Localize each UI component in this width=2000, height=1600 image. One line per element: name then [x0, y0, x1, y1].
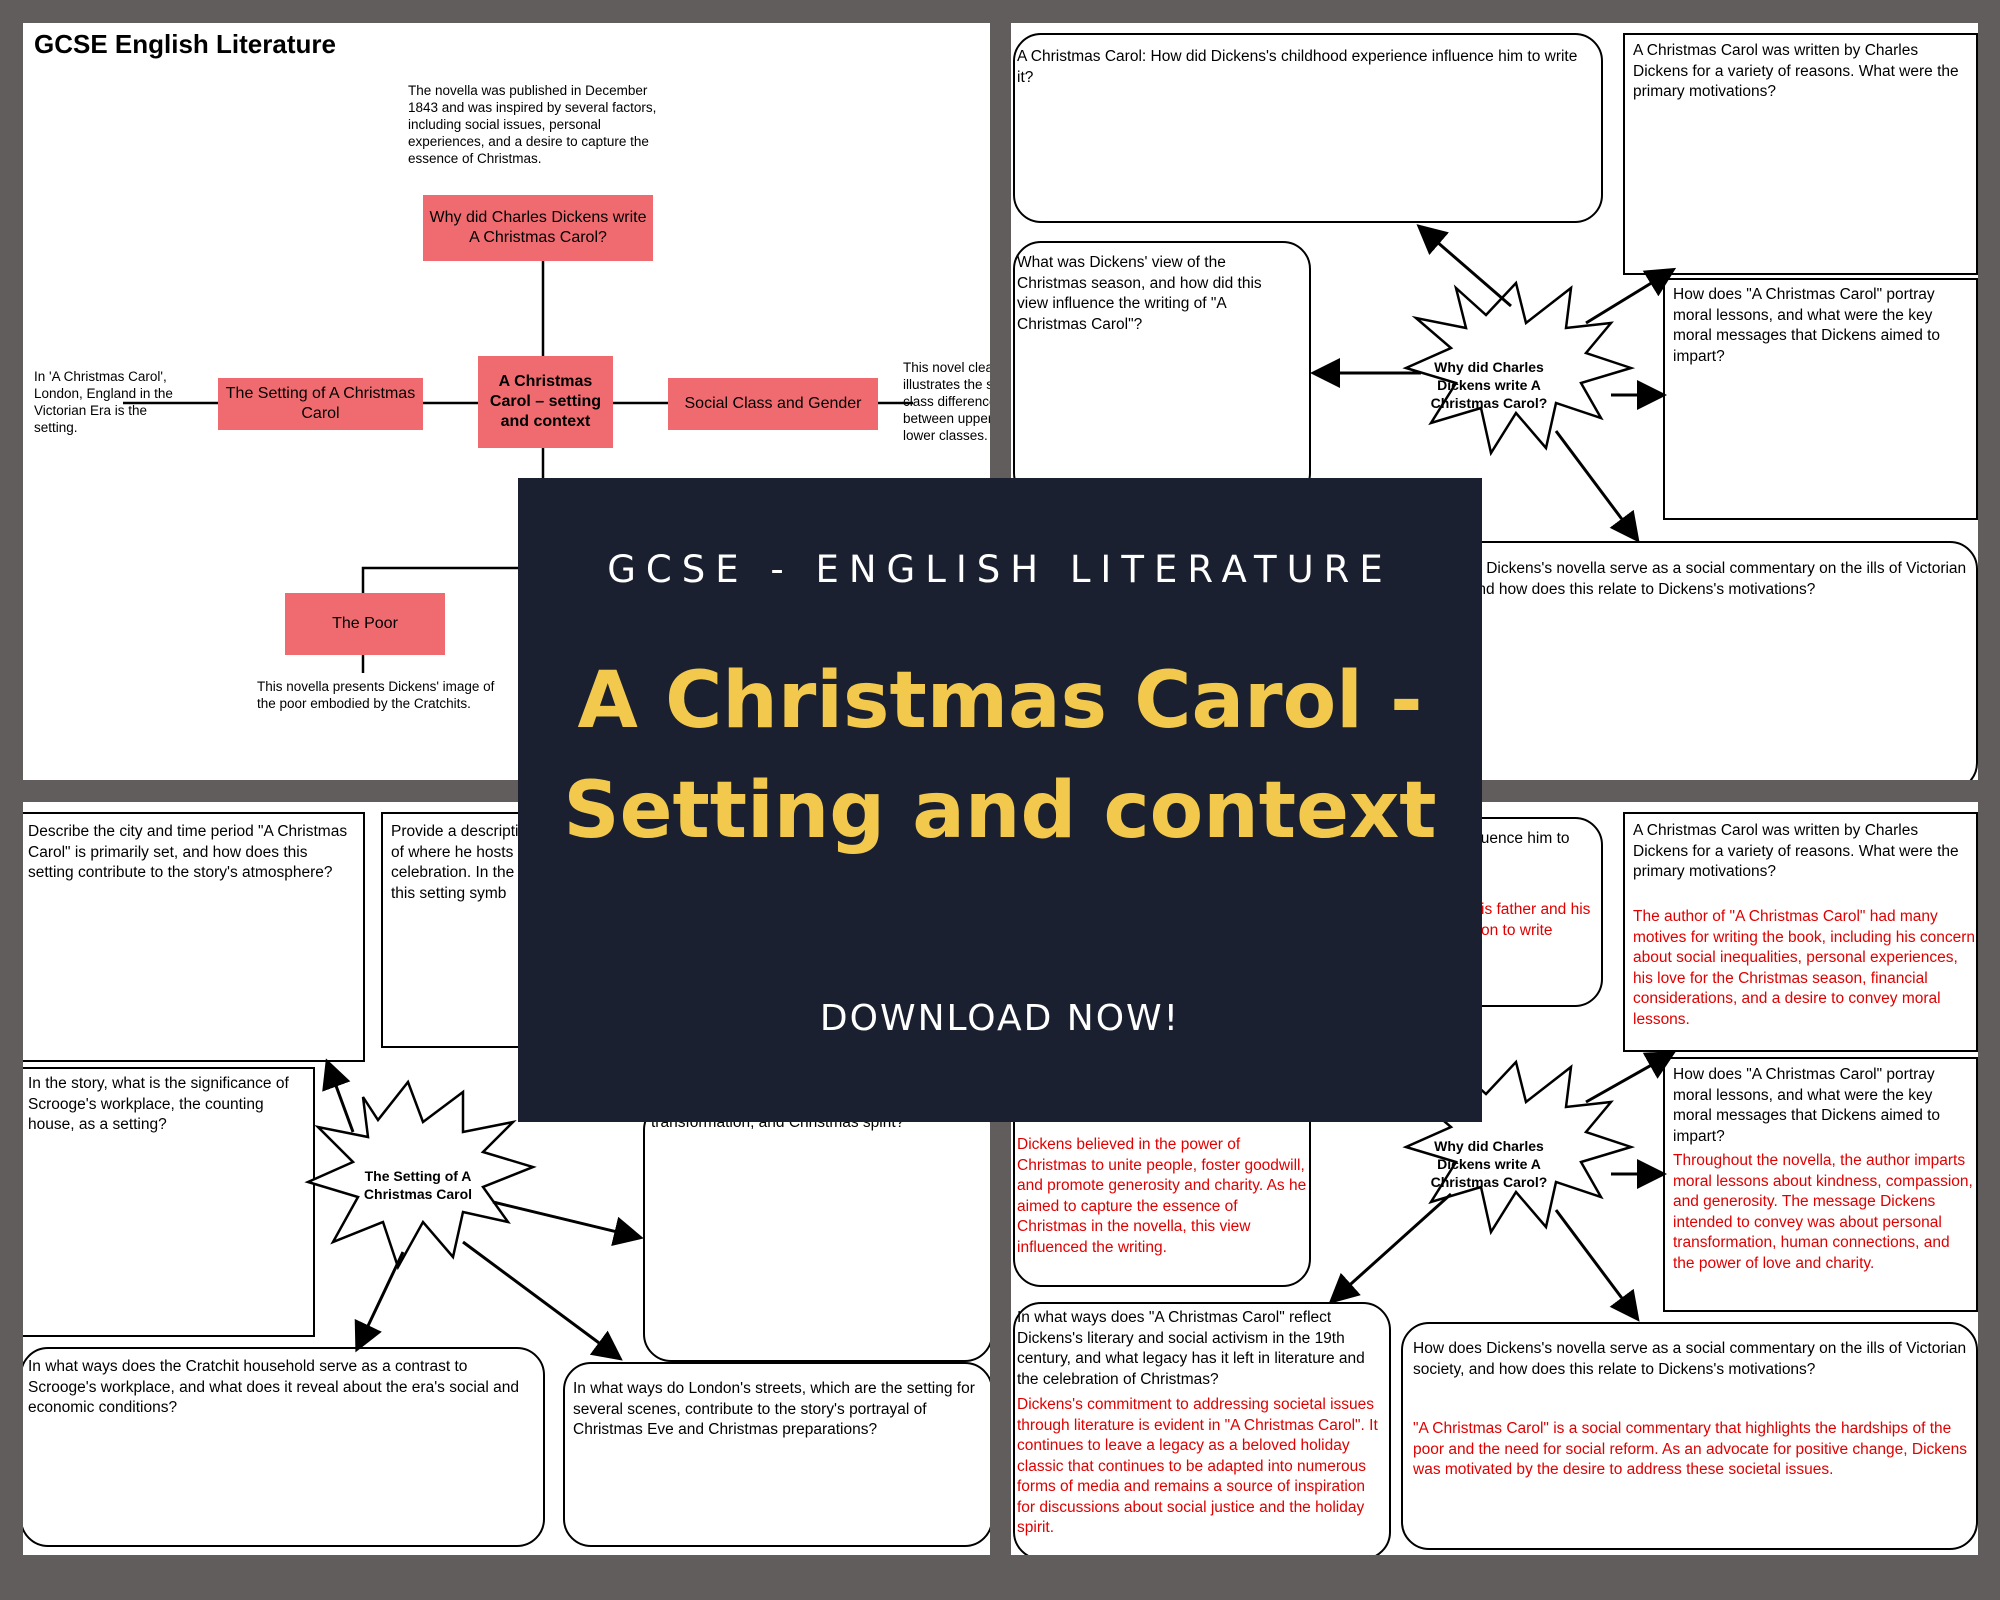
question-provide: Provide a description of where he hosts …: [391, 823, 536, 902]
why-worksheet-panel: A Christmas Carol: How did Dickens's chi…: [1011, 23, 1978, 780]
answer-box-legacy[interactable]: [1013, 1302, 1391, 1555]
poor-note: This novella presents Dickens' image of …: [257, 679, 495, 711]
answers-worksheet-panel: fluence him to is father and his on to w…: [1011, 802, 1978, 1555]
answer-box-moral[interactable]: [1663, 1057, 1978, 1312]
why-star-label: Why did Charles Dickens write A Christma…: [1430, 359, 1548, 411]
page-title: GCSE English Literature: [34, 29, 336, 59]
answer-box-motivations[interactable]: [1623, 812, 1978, 1052]
answer-motivations: The author of "A Christmas Carol" had ma…: [1633, 908, 1976, 1028]
question-box-commentary[interactable]: [1401, 541, 1978, 780]
center-topic-box: A Christmas Carol – setting and context: [478, 356, 613, 448]
question-moral: How does "A Christmas Carol" portray mor…: [1673, 286, 1941, 365]
answer-commentary: "A Christmas Carol" is a social commenta…: [1413, 1420, 1968, 1478]
answer-legacy: Dickens's commitment to addressing socie…: [1017, 1396, 1378, 1536]
answer-box-commentary[interactable]: [1401, 1322, 1978, 1550]
setting-box: The Setting of A Christmas Carol: [218, 378, 423, 430]
question-moral-answered: How does "A Christmas Carol" portray mor…: [1673, 1066, 1941, 1145]
poor-box: The Poor: [285, 593, 445, 655]
question-box-childhood[interactable]: [1013, 33, 1603, 223]
why-star-diagram: [1310, 224, 1677, 543]
setting-note: In 'A Christmas Carol', London, England …: [34, 369, 173, 435]
answers-star-label: Why did Charles Dickens write A Christma…: [1430, 1138, 1548, 1190]
question-box-themes[interactable]: [643, 1102, 990, 1362]
social-class-note: This novel clearly illustrates the stark…: [903, 360, 990, 443]
question-view: What was Dickens' view of the Christmas …: [1017, 254, 1262, 333]
setting-star-label: The Setting of A Christmas Carol: [363, 1168, 473, 1202]
publication-note: The novella was published in December 18…: [408, 83, 657, 166]
question-motivations: A Christmas Carol was written by Charles…: [1633, 42, 1959, 100]
banner-title: A Christmas Carol - Setting and context: [563, 656, 1437, 856]
answer-moral: Throughout the novella, the author impar…: [1673, 1152, 1973, 1272]
question-motivations-answered: A Christmas Carol was written by Charles…: [1633, 822, 1959, 880]
why-dickens-box: Why did Charles Dickens write A Christma…: [423, 195, 653, 261]
question-commentary: How does Dickens's novella serve as a so…: [1413, 560, 1967, 598]
question-box-motivations[interactable]: [1623, 33, 1978, 275]
download-now-link[interactable]: DOWNLOAD NOW!: [819, 998, 1181, 1039]
setting-star-diagram: [304, 1058, 644, 1361]
answer-view: Dickens believed in the power of Christm…: [1017, 1136, 1307, 1256]
question-streets: In what ways do London's streets, which …: [573, 1380, 975, 1438]
question-box-cratchit[interactable]: [23, 1347, 545, 1547]
question-cratchit: In what ways does the Cratchit household…: [28, 1358, 520, 1416]
question-box-moral[interactable]: [1663, 278, 1978, 520]
banner-kicker: GCSE - ENGLISH LITERATURE: [607, 548, 1393, 591]
question-box-streets[interactable]: [563, 1362, 990, 1547]
question-legacy: In what ways does "A Christmas Carol" re…: [1017, 1309, 1365, 1388]
question-commentary-answered: How does Dickens's novella serve as a so…: [1413, 1340, 1967, 1378]
question-city: Describe the city and time period "A Chr…: [28, 823, 348, 881]
question-workplace: In the story, what is the significance o…: [28, 1075, 289, 1133]
question-box-city[interactable]: [23, 812, 365, 1062]
answer-childhood-partial: is father and his on to write: [1481, 901, 1591, 939]
social-class-box: Social Class and Gender: [668, 378, 878, 430]
question-childhood: A Christmas Carol: How did Dickens's chi…: [1017, 48, 1578, 86]
question-box-workplace[interactable]: [23, 1067, 315, 1337]
question-childhood-partial: fluence him to: [1473, 830, 1570, 847]
mindmap-panel: GCSE English Literature The novella was …: [23, 23, 990, 780]
mindmap-connectors: [123, 261, 913, 673]
question-box-view[interactable]: [1013, 241, 1311, 501]
promo-banner: GCSE - ENGLISH LITERATURE A Christmas Ca…: [518, 478, 1482, 1122]
